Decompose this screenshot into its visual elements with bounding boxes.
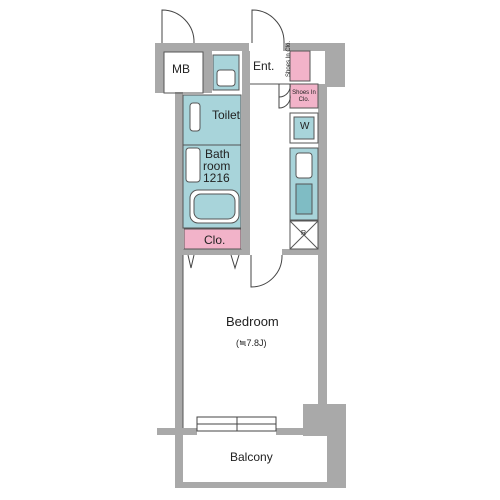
bedroom-label: Bedroom <box>226 314 279 329</box>
balcony-window <box>196 416 277 432</box>
closet-doors <box>187 254 240 270</box>
entrance-label: Ent. <box>253 59 275 73</box>
toilet-label: Toilet <box>212 108 241 122</box>
shoes-closet-2-label: Shoes In Clo. <box>292 90 316 103</box>
washer-label: W <box>300 121 310 132</box>
balcony-label: Balcony <box>230 450 273 464</box>
bathroom-label-line1: Bath <box>205 147 230 161</box>
kitchen <box>289 112 319 250</box>
wet-area <box>182 54 242 229</box>
closet-label: Clo. <box>204 233 226 247</box>
bedroom-area-label: (≒7.8J) <box>236 338 267 348</box>
fridge-label: R <box>301 230 307 237</box>
walls <box>155 43 346 488</box>
storage-areas <box>183 50 319 250</box>
shoes-closet-1-label: Shoes In Clo. <box>286 40 292 77</box>
bathroom-size-label: 1216 <box>203 171 230 185</box>
bathroom-label-line2: room <box>203 159 231 173</box>
mb-label: MB <box>172 62 190 76</box>
door-swings <box>161 9 291 288</box>
